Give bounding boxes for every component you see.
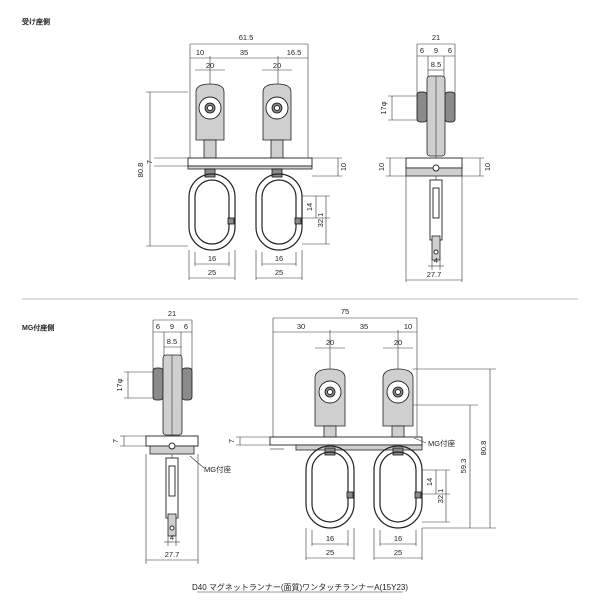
bfront-ring-left bbox=[305, 445, 355, 529]
dim-bfront-ring-height: 32.1 bbox=[436, 489, 445, 504]
ring-left bbox=[188, 173, 236, 251]
dim-bfront-height-total: 80.8 bbox=[479, 441, 488, 456]
dim-bfront-ring-width-left: 16 bbox=[326, 534, 334, 543]
top-side-view: 21 6 9 6 8.5 17φ 10 10 bbox=[377, 33, 492, 282]
dim-seg-mid: 35 bbox=[240, 48, 248, 57]
dim-side-base: 27.7 bbox=[427, 270, 442, 279]
dim-overall-width: 61.5 bbox=[239, 33, 254, 42]
dim-bfront-ring-width-right: 16 bbox=[394, 534, 402, 543]
dim-plate-left: 7 bbox=[145, 160, 154, 164]
dim-side-seg-b: 9 bbox=[434, 46, 438, 55]
dim-bside-wheel: 17φ bbox=[115, 378, 124, 391]
bfront-plate bbox=[269, 436, 423, 446]
bottom-side-view: 21 6 9 6 8.5 17φ 7 MG付座 4 bbox=[111, 309, 232, 564]
dim-bfront-ring-gap: 14 bbox=[425, 478, 434, 486]
dim-roller-right: 20 bbox=[273, 61, 281, 70]
dim-plate-right: 10 bbox=[339, 163, 348, 171]
dim-ring-width-left: 16 bbox=[208, 254, 216, 263]
dim-bside-overall: 21 bbox=[168, 309, 176, 318]
dim-bfront-overall: 75 bbox=[341, 307, 349, 316]
dim-bside-seg-b: 9 bbox=[170, 322, 174, 331]
section-label-top: 受け座側 bbox=[22, 17, 50, 26]
bside-mg-label: MG付座 bbox=[204, 464, 232, 474]
dim-side-roller: 8.5 bbox=[431, 60, 441, 69]
dim-bside-seg-c: 6 bbox=[184, 322, 188, 331]
dim-side-plate-right: 10 bbox=[483, 163, 492, 171]
dim-bfront-seg-right: 10 bbox=[404, 322, 412, 331]
dim-side-pin: 4 bbox=[434, 256, 438, 265]
mounting-plate bbox=[187, 157, 313, 167]
dim-side-overall: 21 bbox=[432, 33, 440, 42]
dim-side-seg-a: 6 bbox=[420, 46, 424, 55]
dim-side-plate-left: 10 bbox=[377, 163, 386, 171]
dim-outer-width-left: 25 bbox=[208, 268, 216, 277]
dim-bside-plate: 7 bbox=[111, 439, 120, 443]
dim-bfront-roller-right: 20 bbox=[394, 338, 402, 347]
dim-height-total: 80.8 bbox=[136, 163, 145, 178]
bottom-front-view: 75 30 35 10 20 20 MG付座 bbox=[227, 307, 496, 560]
dim-bfront-plate: 7 bbox=[227, 439, 236, 443]
section-label-bottom: MG付座側 bbox=[22, 323, 54, 332]
dim-seg-left: 10 bbox=[196, 48, 204, 57]
top-front-view: 61.5 10 35 16.5 20 20 bbox=[136, 33, 348, 280]
dim-bfront-roller-left: 20 bbox=[326, 338, 334, 347]
dim-bfront-height-inner: 59.3 bbox=[459, 459, 468, 474]
dim-bside-seg-a: 6 bbox=[156, 322, 160, 331]
dim-side-wheel: 17φ bbox=[379, 101, 388, 114]
dim-bfront-outer-right: 25 bbox=[394, 548, 402, 557]
dim-outer-width-right: 25 bbox=[275, 268, 283, 277]
dim-bside-roller: 8.5 bbox=[167, 337, 177, 346]
drawing-caption: D40 マグネットランナー(面質)ワンタッチランナーA(15Y23) bbox=[192, 582, 408, 592]
dim-bfront-outer-left: 25 bbox=[326, 548, 334, 557]
dim-bfront-seg-left: 30 bbox=[297, 322, 305, 331]
dim-side-seg-c: 6 bbox=[448, 46, 452, 55]
dim-bside-base: 27.7 bbox=[165, 550, 180, 559]
dim-ring-width-right: 16 bbox=[275, 254, 283, 263]
bfront-ring-right bbox=[373, 445, 423, 529]
dim-roller-left: 20 bbox=[206, 61, 214, 70]
dim-ring-height: 32.1 bbox=[316, 213, 325, 228]
dim-bside-pin: 4 bbox=[170, 533, 174, 542]
ring-right bbox=[255, 173, 303, 251]
bfront-mg-label: MG付座 bbox=[428, 438, 456, 448]
dim-bfront-seg-mid: 35 bbox=[360, 322, 368, 331]
dim-seg-right: 16.5 bbox=[287, 48, 302, 57]
dim-ring-gap: 14 bbox=[305, 203, 314, 211]
